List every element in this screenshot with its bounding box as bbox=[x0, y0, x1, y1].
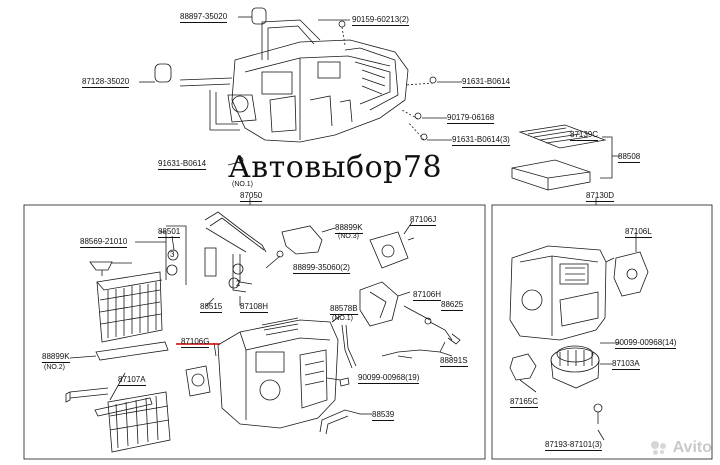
blower-motor bbox=[550, 345, 600, 389]
label-88625: 88625 bbox=[441, 300, 464, 311]
label-91631-c: 91631-B0614 bbox=[158, 159, 207, 170]
blower-unit-frame bbox=[491, 204, 713, 460]
wire-88891s bbox=[381, 341, 453, 357]
label-87106j: 87106J bbox=[410, 215, 437, 226]
label-91631-a: 91631-B0614 bbox=[462, 77, 511, 88]
actuator-87106h bbox=[359, 281, 399, 327]
expansion-pipes bbox=[165, 211, 267, 293]
top-leaders bbox=[139, 16, 620, 179]
resistor-87165c bbox=[509, 353, 537, 381]
label-90179: 90179-06168 bbox=[447, 113, 495, 124]
seal-88899k bbox=[95, 341, 169, 361]
label-88891s: 88891S bbox=[440, 356, 468, 367]
top-hvac-assembly bbox=[154, 7, 437, 164]
label-88899-35060: 88899-35060(2) bbox=[293, 263, 350, 274]
label-no3: (NO.3) bbox=[338, 233, 359, 240]
label-88539: 88539 bbox=[372, 410, 395, 421]
label-87139c: 87139C bbox=[570, 130, 599, 141]
hose-88578b bbox=[341, 324, 357, 369]
label-no1-top: (NO.1) bbox=[232, 181, 253, 188]
callout-3: 3 bbox=[170, 250, 175, 259]
bolt-90099 bbox=[339, 377, 350, 387]
bracket-88899k bbox=[281, 225, 323, 255]
label-88501: 88501 bbox=[158, 227, 181, 238]
label-87128: 87128-35020 bbox=[82, 77, 130, 88]
sensor-88625 bbox=[429, 321, 461, 345]
hose-88539 bbox=[319, 409, 361, 435]
label-87165c: 87165C bbox=[510, 397, 539, 408]
main-case-assembly bbox=[185, 317, 339, 429]
evaporator-core bbox=[96, 271, 163, 343]
label-88897: 88897-35020 bbox=[180, 12, 228, 23]
label-no2: (NO.2) bbox=[44, 364, 65, 371]
label-87103a: 87103A bbox=[612, 359, 640, 370]
blower-unit bbox=[509, 245, 615, 341]
label-88899k-bottom: 88899K bbox=[42, 352, 70, 363]
air-filter bbox=[511, 124, 607, 191]
label-87107a: 87107A bbox=[118, 375, 146, 386]
label-88899k-top: 88899K bbox=[335, 223, 363, 234]
label-87106l: 87106L bbox=[625, 227, 652, 238]
label-87193: 87193-87101(3) bbox=[545, 440, 602, 451]
label-91631-b: 91631-B0614(3) bbox=[452, 135, 510, 146]
callout-2: 2 bbox=[236, 279, 241, 288]
label-88508: 88508 bbox=[618, 152, 641, 163]
clip-88569 bbox=[89, 261, 113, 276]
label-90099-b: 90099-00968(14) bbox=[615, 338, 677, 349]
main-unit-frame bbox=[23, 204, 486, 460]
avito-logo-text: Avito bbox=[672, 439, 712, 456]
actuator-87106j bbox=[369, 231, 415, 269]
label-88515: 88515 bbox=[200, 302, 223, 313]
frame-leaders bbox=[69, 221, 637, 441]
label-87108h: 87108H bbox=[240, 302, 269, 313]
label-87050: 87050 bbox=[240, 191, 263, 202]
label-87106g: 87106G bbox=[181, 337, 210, 348]
label-87130d: 87130D bbox=[586, 191, 615, 202]
label-88578b: 88578B bbox=[330, 304, 358, 315]
label-90159: 90159-60213(2) bbox=[352, 15, 409, 26]
label-90099-a: 90099-00968(19) bbox=[358, 373, 420, 384]
watermark-text: Автовыбор78 bbox=[228, 150, 443, 185]
heater-core bbox=[65, 387, 171, 453]
avito-dots-icon bbox=[650, 441, 669, 455]
label-87106h: 87106H bbox=[413, 290, 442, 301]
label-88569: 88569-21010 bbox=[80, 237, 128, 248]
label-no1-mid: (NO.1) bbox=[332, 315, 353, 322]
avito-logo: Avito bbox=[650, 439, 712, 457]
actuator-87106l bbox=[613, 251, 649, 297]
